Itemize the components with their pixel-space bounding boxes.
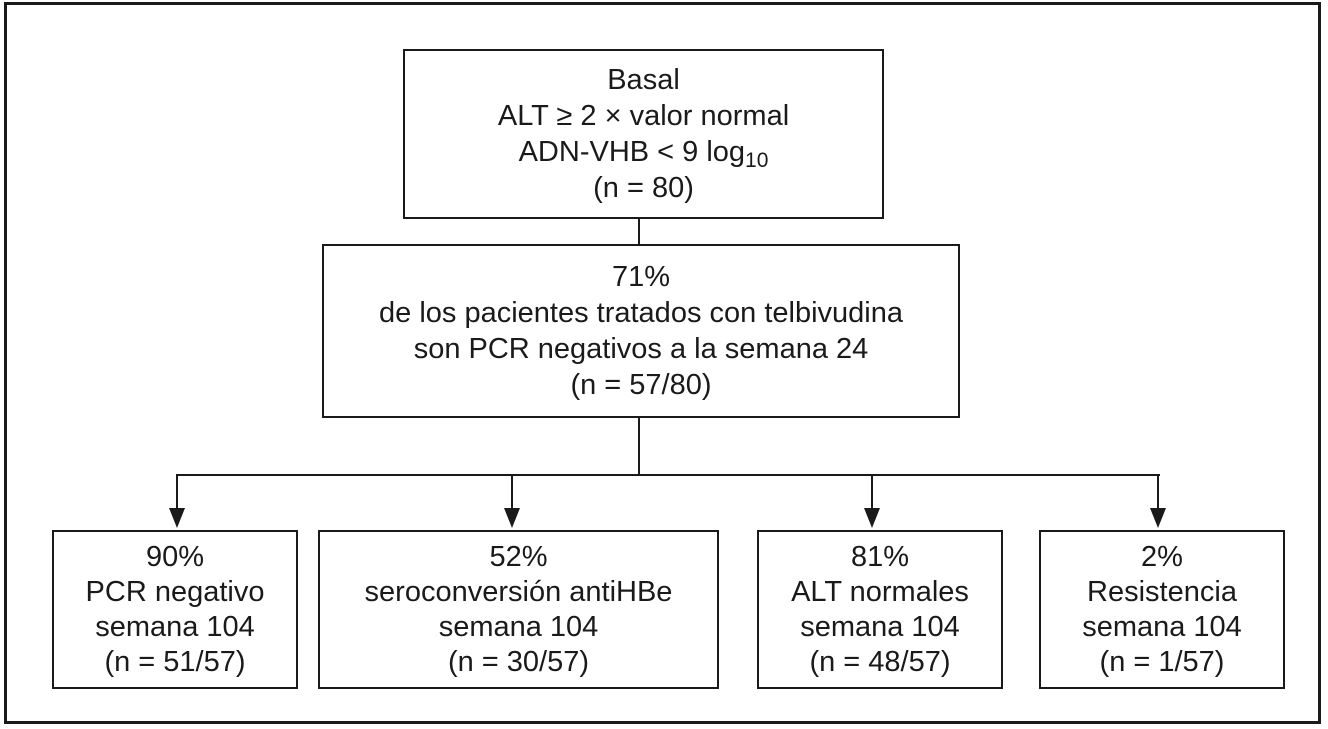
outcome-week: semana 104 (800, 610, 960, 643)
week24-description-2: son PCR negativos a la semana 24 (413, 333, 869, 365)
outcome-percent: 52% (489, 540, 548, 573)
outcome-box-pcr-negative: 90% PCR negativo semana 104 (n = 51/57) (52, 530, 298, 689)
baseline-alt-criterion: ALT ≥ 2 × valor normal (497, 100, 790, 132)
outcome-box-seroconversion: 52% seroconversión antiHBe semana 104 (n… (318, 530, 719, 689)
week24-percent: 71% (611, 261, 671, 293)
branch-line (176, 474, 1160, 476)
outcome-box-resistance: 2% Resistencia semana 104 (n = 1/57) (1039, 530, 1285, 689)
outcome-percent: 2% (1141, 540, 1183, 573)
arrow-down-icon (1150, 508, 1166, 528)
outcome-week: semana 104 (1082, 610, 1242, 643)
baseline-title: Basal (607, 64, 680, 96)
outcome-label: Resistencia (1087, 575, 1237, 608)
branch-drop-line (1157, 476, 1159, 510)
outer-frame: Basal ALT ≥ 2 × valor normal ADN-VHB < 9… (4, 2, 1321, 724)
arrow-down-icon (864, 508, 880, 528)
arrow-down-icon (169, 508, 185, 528)
outcome-box-alt-normal: 81% ALT normales semana 104 (n = 48/57) (757, 530, 1003, 689)
arrow-down-icon (504, 508, 520, 528)
outcome-n: (n = 1/57) (1099, 645, 1225, 678)
outcome-percent: 81% (850, 540, 910, 573)
connector-baseline-week24 (638, 219, 640, 244)
outcome-label: ALT normales (791, 575, 969, 608)
branch-drop-line (871, 476, 873, 510)
outcome-week: semana 104 (95, 610, 255, 643)
outcome-label: seroconversión antiHBe (364, 575, 673, 608)
outcome-n: (n = 48/57) (809, 645, 951, 678)
week24-description-1: de los pacientes tratados con telbivudin… (379, 297, 903, 329)
week24-n: (n = 57/80) (570, 369, 712, 401)
branch-drop-line (176, 476, 178, 510)
outcome-label: PCR negativo (85, 575, 265, 608)
baseline-box: Basal ALT ≥ 2 × valor normal ADN-VHB < 9… (403, 49, 884, 219)
branch-drop-line (511, 476, 513, 510)
week24-box: 71% de los pacientes tratados con telbiv… (322, 244, 960, 418)
outcome-n: (n = 51/57) (104, 645, 246, 678)
outcome-n: (n = 30/57) (447, 645, 590, 678)
outcome-percent: 90% (145, 540, 205, 573)
connector-week24-branch (638, 418, 640, 476)
log-subscript: 10 (745, 149, 769, 172)
outcome-week: semana 104 (438, 610, 599, 643)
baseline-dna-criterion: ADN-VHB < 9 log10 (518, 136, 769, 172)
baseline-n: (n = 80) (593, 172, 694, 204)
